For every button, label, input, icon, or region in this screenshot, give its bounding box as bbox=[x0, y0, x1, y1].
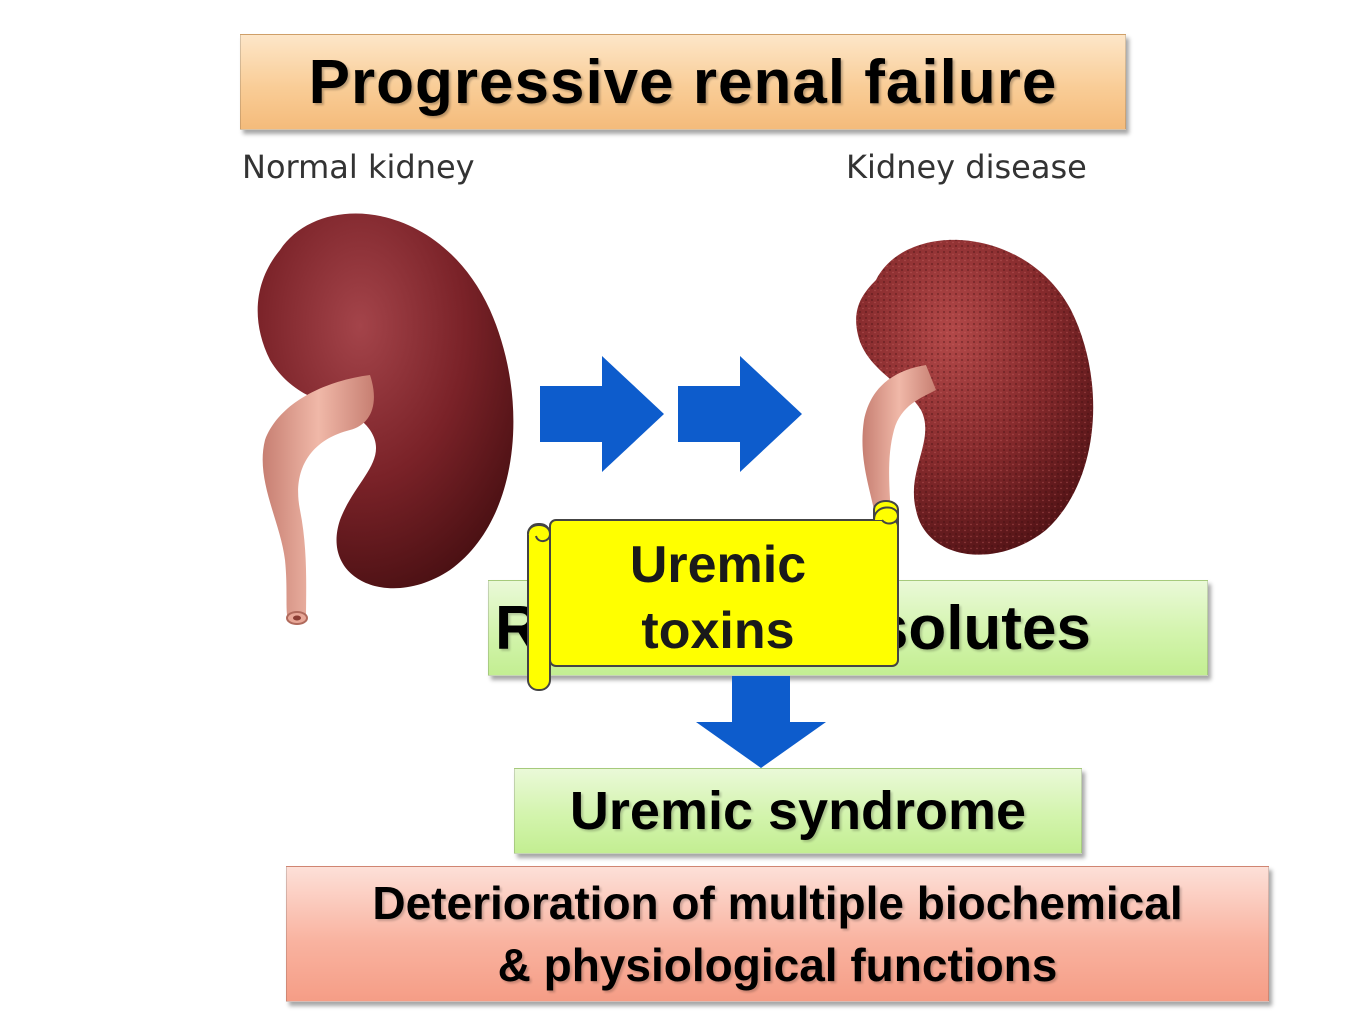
deterioration-box: Deterioration of multiple biochemical & … bbox=[286, 866, 1269, 1002]
page-title: Progressive renal failure bbox=[308, 47, 1058, 117]
outcome-line-1: Deterioration of multiple biochemical bbox=[372, 877, 1183, 929]
normal-kidney-image bbox=[257, 213, 514, 625]
down-arrow-icon bbox=[696, 676, 826, 768]
title-box: Progressive renal failure bbox=[240, 34, 1126, 130]
uremic-syndrome-box: Uremic syndrome bbox=[514, 768, 1082, 854]
outcome-line-2: & physiological functions bbox=[497, 939, 1058, 991]
scroll-line-1: Uremic bbox=[629, 536, 807, 594]
right-arrow-2-icon bbox=[678, 356, 802, 472]
kidney-disease-label: Kidney disease bbox=[846, 148, 1087, 186]
scroll-line-2: toxins bbox=[641, 602, 795, 660]
uremic-toxins-label: Uremic toxins bbox=[548, 528, 888, 668]
uremic-toxins-scroll bbox=[527, 500, 900, 691]
diseased-kidney-image bbox=[856, 239, 1094, 555]
right-arrow-1-icon bbox=[540, 356, 664, 472]
normal-kidney-label: Normal kidney bbox=[242, 148, 475, 186]
syndrome-text: Uremic syndrome bbox=[569, 781, 1027, 841]
